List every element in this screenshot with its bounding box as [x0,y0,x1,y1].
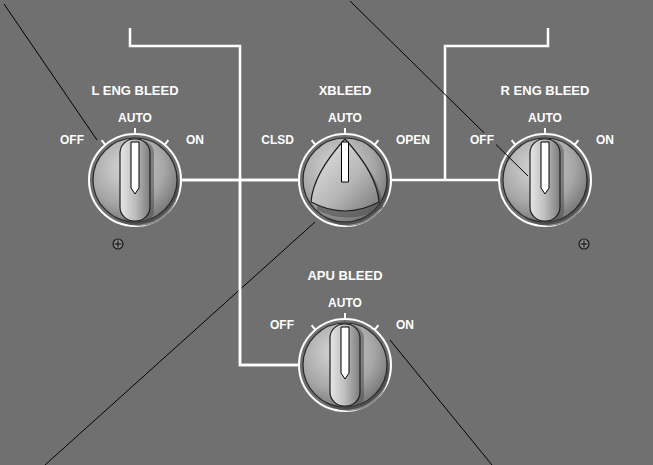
switch-title: L ENG BLEED [89,83,180,98]
leader-line [45,222,315,465]
position-label: OFF [58,133,86,147]
position-label: AUTO [526,111,564,125]
rotary-knob [299,128,391,226]
position-label: ON [184,133,206,147]
bleed-duct-line [391,179,499,182]
bleed-switch: APU BLEEDOFFAUTOON [299,319,391,411]
rotary-knob [299,313,391,411]
position-label: OFF [468,133,496,147]
position-label: AUTO [326,296,364,310]
position-label: AUTO [326,111,364,125]
panel-screw [579,239,589,249]
bleed-switch: XBLEEDCLSDAUTOOPEN [299,134,391,226]
bleed-duct-line [240,180,299,365]
rotary-knob [499,128,591,226]
bleed-switch: L ENG BLEEDOFFAUTOON [89,134,181,226]
rotary-knob [89,128,181,226]
position-label: AUTO [116,111,154,125]
bleed-switch: R ENG BLEEDOFFAUTOON [499,134,591,226]
position-label: ON [594,133,616,147]
switch-title: XBLEED [317,83,374,98]
position-label: OFF [268,318,296,332]
position-label: OPEN [394,133,432,147]
panel-screw [113,239,123,249]
position-label: ON [394,318,416,332]
leader-line [4,4,97,140]
switch-title: APU BLEED [305,268,384,283]
leader-line [390,340,492,465]
switch-title: R ENG BLEED [499,83,592,98]
bleed-duct-line [181,180,299,365]
position-label: CLSD [259,133,296,147]
